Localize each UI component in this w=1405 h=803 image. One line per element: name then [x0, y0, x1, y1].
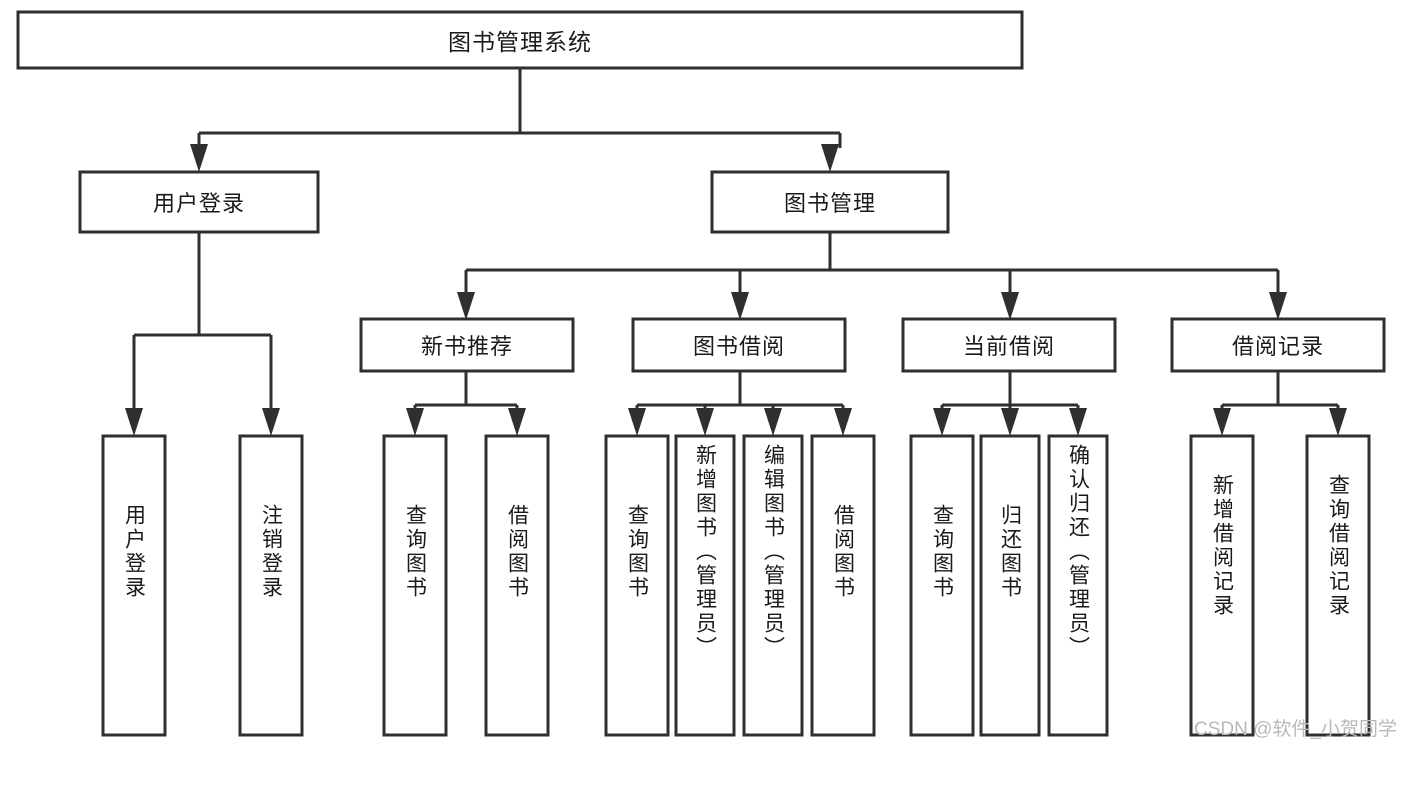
node-book-borrow-box[interactable] — [631, 317, 847, 373]
leaf-box-query-book-3[interactable] — [909, 434, 975, 737]
node-current-borrow-box[interactable] — [901, 317, 1117, 373]
leaf-box-query-book-1[interactable] — [382, 434, 448, 737]
node-new-book-rec-box[interactable] — [359, 317, 575, 373]
node-borrow-record-box[interactable] — [1170, 317, 1386, 373]
node-user-login-box[interactable] — [78, 170, 320, 234]
connector-userlogin-to-leaves — [125, 232, 280, 436]
connector-borrowrecord-to-leaves — [1213, 371, 1347, 436]
connector-bookborrow-to-leaves — [628, 371, 852, 436]
diagram-canvas: 图书管理系统 用户登录 图书管理 新书推荐 图书借阅 当前借阅 借阅记录 用户登… — [16, 10, 1397, 740]
leaf-box-confirm-return[interactable] — [1047, 434, 1109, 737]
flowchart-svg — [16, 10, 1386, 737]
node-book-manage-box[interactable] — [710, 170, 950, 234]
connector-bookmanage-to-level3 — [457, 232, 1287, 320]
leaf-box-edit-book[interactable] — [742, 434, 804, 737]
leaf-box-return-book[interactable] — [979, 434, 1041, 737]
leaf-box-borrow-book-2[interactable] — [810, 434, 876, 737]
leaf-box-add-record[interactable] — [1189, 434, 1255, 737]
leaf-box-add-book[interactable] — [674, 434, 736, 737]
leaf-box-user-login[interactable] — [101, 434, 167, 737]
leaf-box-logout-login[interactable] — [238, 434, 304, 737]
leaf-box-borrow-book-1[interactable] — [484, 434, 550, 737]
connector-currentborrow-to-leaves — [933, 371, 1087, 436]
leaf-box-query-record[interactable] — [1305, 434, 1371, 737]
connector-root-to-level2 — [190, 68, 842, 172]
connector-newbookrec-to-leaves — [406, 371, 526, 436]
node-root-box[interactable] — [16, 10, 1024, 70]
leaf-box-query-book-2[interactable] — [604, 434, 670, 737]
